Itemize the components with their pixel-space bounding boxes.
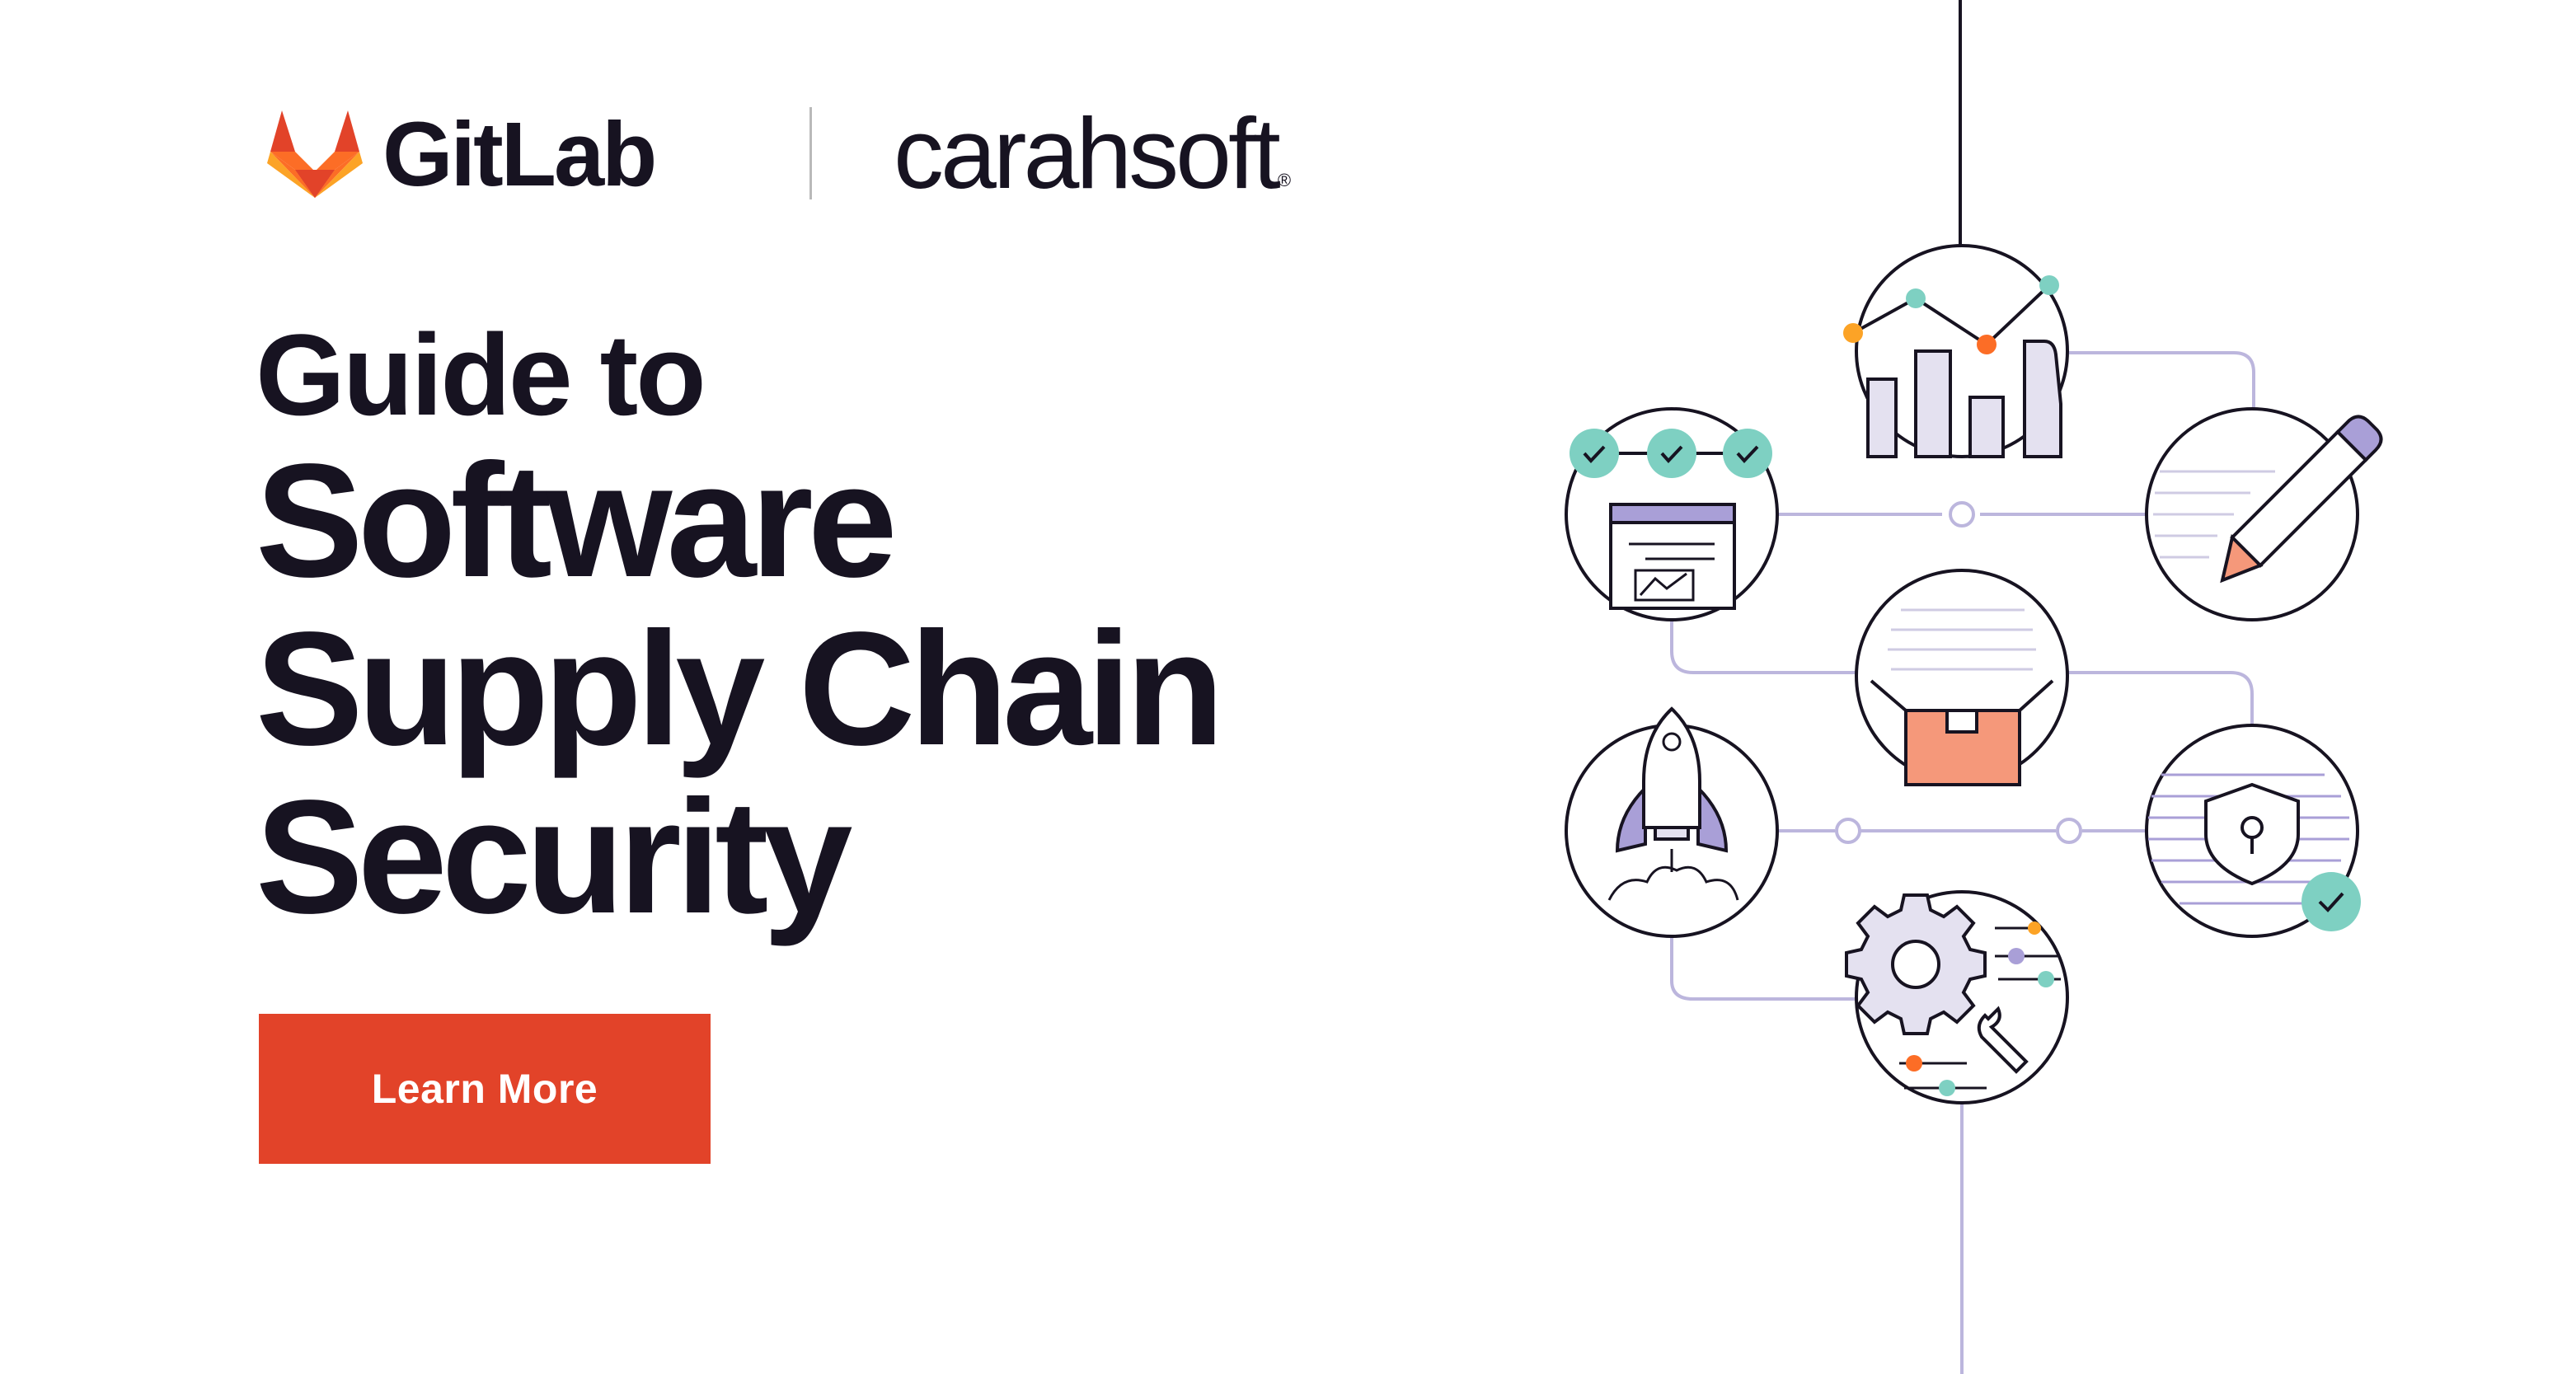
gitlab-tanuki-icon (267, 110, 363, 198)
analytics-chart-icon (1843, 244, 2069, 458)
logo-bar: GitLab carahsoft® (267, 97, 1372, 209)
supply-chain-illustration (1565, 0, 2383, 1374)
headline: Guide to Software Supply Chain Security (256, 313, 1327, 941)
registered-mark: ® (1277, 170, 1292, 190)
node-dot (1949, 501, 1975, 528)
node-dot (2056, 818, 2082, 844)
carahsoft-wordmark: carahsoft® (894, 97, 1291, 237)
rocket-deploy-icon (1565, 706, 1779, 938)
logo-divider (809, 107, 812, 199)
learn-more-button[interactable]: Learn More (259, 1014, 711, 1164)
pipeline-checks-icon (1565, 407, 1779, 621)
package-box-icon (1855, 569, 2069, 786)
gear-wrench-settings-icon (1845, 890, 2069, 1104)
pencil-edit-icon (2145, 407, 2383, 621)
node-dot (1835, 818, 1861, 844)
headline-line-4: Security (256, 767, 852, 947)
headline-line-2: Software (256, 430, 898, 611)
shield-lock-icon (2145, 724, 2361, 938)
connector-lines (1670, 351, 2255, 1374)
carahsoft-wordmark-text: carahsoft (894, 97, 1281, 209)
headline-line-1: Guide to (256, 310, 706, 439)
gitlab-wordmark: GitLab (382, 104, 657, 205)
headline-line-3: Supply Chain (256, 598, 1224, 779)
